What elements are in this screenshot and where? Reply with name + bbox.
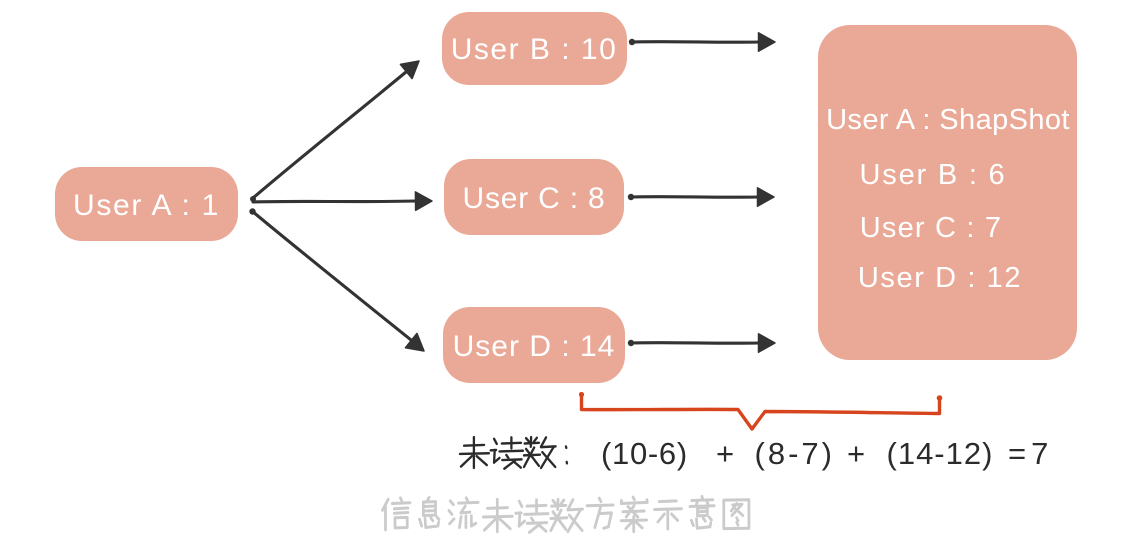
svg-text:(10-6): (10-6) <box>601 436 688 471</box>
svg-text:User C : 7: User C : 7 <box>860 212 1003 244</box>
svg-text:(8-7): (8-7) <box>755 436 835 471</box>
svg-text:+: + <box>716 436 734 471</box>
svg-text:User B : 6: User B : 6 <box>860 159 1007 191</box>
svg-text:User A : 1: User A : 1 <box>73 189 220 222</box>
svg-text:User A : ShapShot: User A : ShapShot <box>826 104 1070 136</box>
svg-text:User B : 10: User B : 10 <box>451 33 618 66</box>
svg-text:User D : 14: User D : 14 <box>453 330 616 363</box>
svg-text:User C : 8: User C : 8 <box>462 182 605 215</box>
svg-text:=7: =7 <box>1008 436 1053 471</box>
svg-text:+: + <box>847 436 865 471</box>
svg-text:User D : 12: User D : 12 <box>858 262 1022 294</box>
svg-text:(14-12): (14-12) <box>887 436 994 471</box>
